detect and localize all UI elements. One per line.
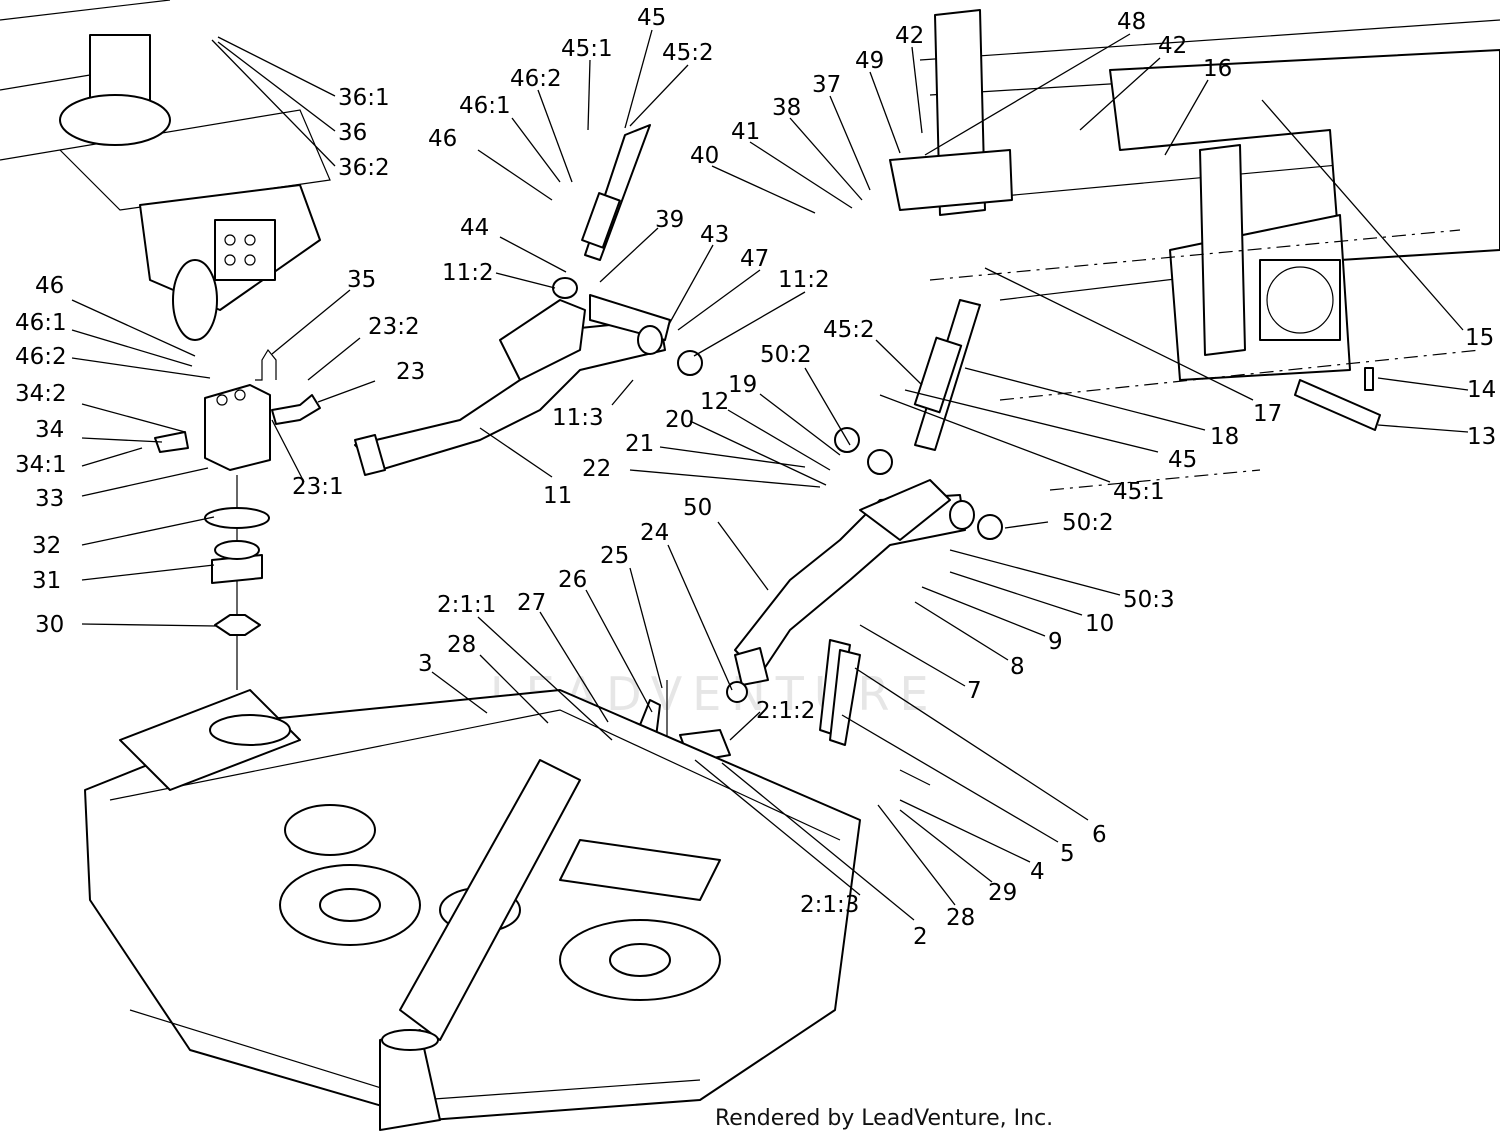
callout-28-right: 28 [946, 905, 975, 931]
callout-27: 27 [517, 590, 546, 616]
callout-46-pump: 46 [35, 273, 64, 299]
callout-39: 39 [655, 207, 684, 233]
leader-lines [71, 29, 1469, 921]
callout-22: 22 [582, 456, 611, 482]
callout-44: 44 [460, 215, 489, 241]
callout-37: 37 [812, 72, 841, 98]
callout-9: 9 [1048, 629, 1063, 655]
callout-19: 19 [728, 372, 757, 398]
callout-50-2-top: 50:2 [760, 342, 812, 368]
callout-11-2-right: 11:2 [778, 267, 830, 293]
callout-26: 26 [558, 567, 587, 593]
callout-45: 45 [637, 5, 666, 31]
callout-23-1: 23:1 [292, 474, 344, 500]
callout-15: 15 [1465, 325, 1494, 351]
callout-45-1: 45:1 [561, 36, 613, 62]
callout-50-2-bottom: 50:2 [1062, 510, 1114, 536]
callout-12: 12 [700, 389, 729, 415]
hydraulic-pump-drawing [154, 348, 321, 690]
pump-drive-drawing [0, 0, 331, 341]
callout-43: 43 [700, 222, 729, 248]
callout-21: 21 [625, 431, 654, 457]
callout-46-1: 46:1 [459, 93, 511, 119]
callout-34-1: 34:1 [15, 452, 67, 478]
callout-38: 38 [772, 95, 801, 121]
callout-2-1-2: 2:1:2 [756, 698, 815, 724]
callout-48: 48 [1117, 9, 1146, 35]
callout-17: 17 [1253, 401, 1282, 427]
callout-47: 47 [740, 246, 769, 272]
callout-28-left: 28 [447, 632, 476, 658]
callout-25: 25 [600, 543, 629, 569]
callout-3: 3 [418, 651, 433, 677]
callout-8: 8 [1010, 654, 1025, 680]
callout-14: 14 [1467, 377, 1496, 403]
callout-16: 16 [1203, 56, 1232, 82]
callout-11-2-left: 11:2 [442, 260, 494, 286]
callout-45-1-right: 45:1 [1113, 479, 1165, 505]
callout-46-2: 46:2 [510, 66, 562, 92]
lift-arm-right-drawing [734, 299, 1003, 746]
callout-42b: 42 [1158, 33, 1187, 59]
callout-45-2: 45:2 [662, 40, 714, 66]
callout-30: 30 [35, 612, 64, 638]
callout-36-1: 36:1 [338, 85, 390, 111]
callout-31: 31 [32, 568, 61, 594]
callout-34: 34 [35, 417, 64, 443]
callout-42: 42 [895, 23, 924, 49]
callout-5: 5 [1060, 841, 1075, 867]
callout-32: 32 [32, 533, 61, 559]
callout-7: 7 [967, 678, 982, 704]
callout-2-1-3: 2:1:3 [800, 892, 859, 918]
callout-36: 36 [338, 120, 367, 146]
lift-arm-left-drawing [354, 124, 703, 476]
callout-13: 13 [1467, 424, 1496, 450]
callout-46-1-pump: 46:1 [15, 310, 67, 336]
callout-34-2: 34:2 [15, 381, 67, 407]
callout-labels: 36:1 36 36:2 45 45:1 45:2 46:2 46:1 46 4… [15, 5, 1496, 950]
callout-18: 18 [1210, 424, 1239, 450]
callout-50-3: 50:3 [1123, 587, 1175, 613]
callout-29: 29 [988, 880, 1017, 906]
callout-36-2: 36:2 [338, 155, 390, 181]
callout-20: 20 [665, 407, 694, 433]
callout-49: 49 [855, 48, 884, 74]
callout-23-2: 23:2 [368, 314, 420, 340]
callout-33: 33 [35, 486, 64, 512]
mower-frame-drawing [889, 9, 1500, 491]
callout-4: 4 [1030, 859, 1045, 885]
callout-45-right: 45 [1168, 447, 1197, 473]
callout-35: 35 [347, 267, 376, 293]
callout-23: 23 [396, 359, 425, 385]
callout-41: 41 [731, 119, 760, 145]
callout-10: 10 [1085, 611, 1114, 637]
callout-6: 6 [1092, 822, 1107, 848]
callout-46-2-pump: 46:2 [15, 344, 67, 370]
callout-40: 40 [690, 143, 719, 169]
callout-2: 2 [913, 924, 928, 950]
footer-credit: Rendered by LeadVenture, Inc. [715, 1106, 1054, 1131]
callout-11-3: 11:3 [552, 405, 604, 431]
callout-50: 50 [683, 495, 712, 521]
callout-2-1-1: 2:1:1 [437, 592, 496, 618]
callout-46: 46 [428, 126, 457, 152]
callout-11: 11 [543, 483, 572, 509]
callout-24: 24 [640, 520, 669, 546]
callout-45-2-right: 45:2 [823, 317, 875, 343]
mower-deck-drawing [84, 689, 861, 1131]
